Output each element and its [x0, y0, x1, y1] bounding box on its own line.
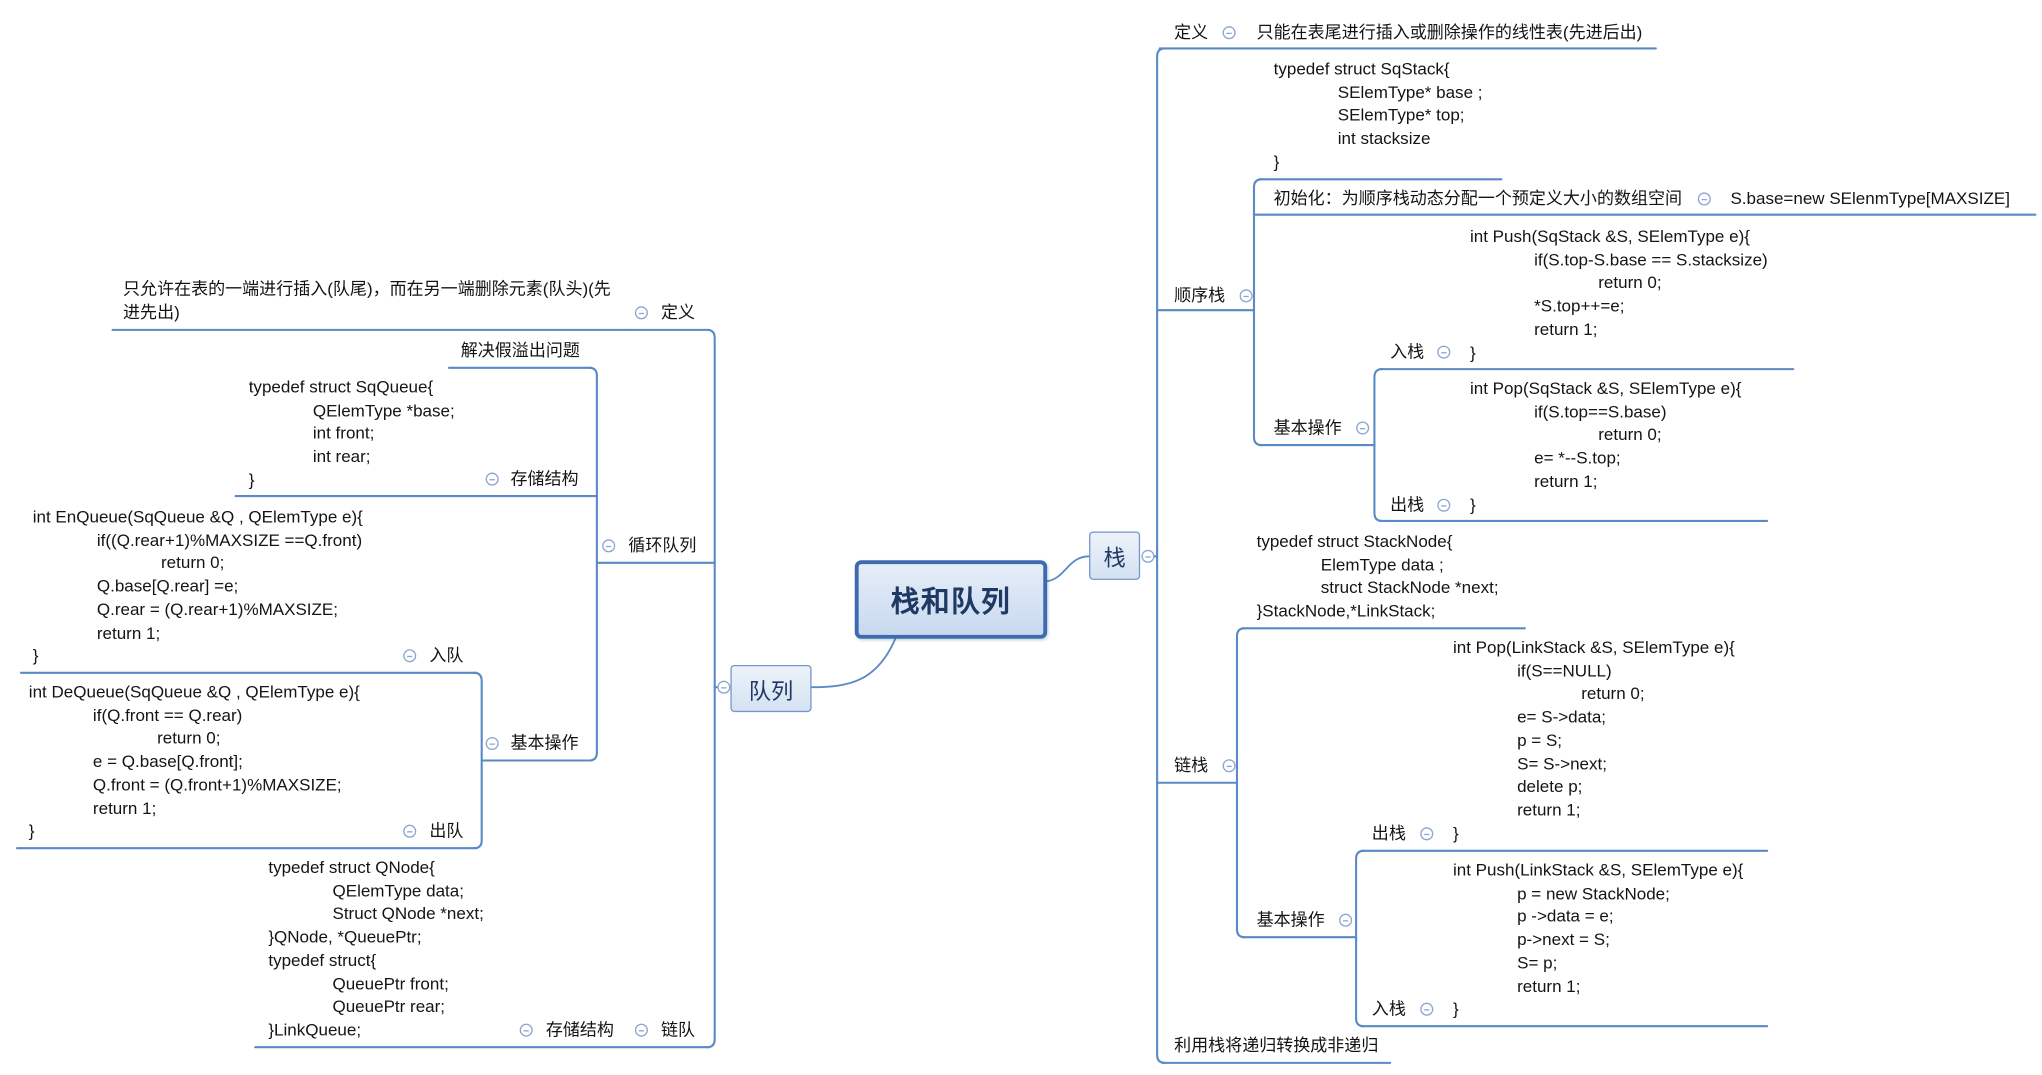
spine-linked-stack: [1235, 627, 1246, 939]
collapse-linked-queue-icon[interactable]: [634, 1023, 648, 1037]
collapse-linked-stack-icon[interactable]: [1222, 759, 1236, 773]
topic-circular-queue[interactable]: 循环队列: [628, 535, 697, 556]
topic-enqueue[interactable]: 入队: [429, 645, 464, 665]
collapse-sequential-stack-icon[interactable]: [1239, 289, 1253, 303]
collapse-stack-definition-icon[interactable]: [1222, 26, 1236, 40]
connector-central-to-stack: [1046, 555, 1090, 583]
spine-seq-operations: [1373, 368, 1384, 523]
code-seq-push[interactable]: int Push(SqStack &S, SElemType e){ if(S.…: [1469, 226, 1768, 362]
collapse-link-pop-icon[interactable]: [1420, 827, 1434, 841]
code-qnode-struct[interactable]: typedef struct QNode{ QElemType data; St…: [268, 857, 484, 1040]
collapse-seq-operations-icon[interactable]: [1356, 421, 1370, 435]
connector-central-to-queue: [810, 637, 897, 689]
collapse-circular-operations-icon[interactable]: [485, 736, 499, 751]
collapse-circular-storage-icon[interactable]: [485, 472, 499, 486]
code-stacknode-struct[interactable]: typedef struct StackNode{ ElemType data …: [1256, 531, 1499, 621]
topic-seq-operations[interactable]: 基本操作: [1273, 417, 1342, 438]
topic-queue-definition-text[interactable]: 只允许在表的一端进行插入(队尾)，而在另一端删除元素(队头)(先进先出): [123, 278, 611, 322]
spine-stack: [1156, 47, 1167, 1064]
collapse-seq-pop-icon[interactable]: [1437, 498, 1451, 512]
code-link-pop[interactable]: int Pop(LinkStack &S, SElemType e){ if(S…: [1452, 637, 1735, 843]
collapse-sequential-init-icon[interactable]: [1697, 192, 1711, 206]
code-seq-pop[interactable]: int Pop(SqStack &S, SElemType e){ if(S.t…: [1469, 378, 1742, 514]
code-sqqueue-struct[interactable]: typedef struct SqQueue{ QElemType *base;…: [248, 376, 455, 490]
spine-link-operations: [1355, 849, 1365, 1028]
collapse-enqueue-icon[interactable]: [403, 649, 417, 663]
topic-queue[interactable]: 队列: [730, 664, 812, 713]
code-link-push[interactable]: int Push(LinkStack &S, SElemType e){ p =…: [1452, 859, 1744, 1019]
topic-linked-storage[interactable]: 存储结构: [545, 1019, 614, 1040]
spine-circular-operations: [472, 671, 483, 850]
spine-queue: [705, 328, 716, 1049]
collapse-stack-icon[interactable]: [1141, 549, 1155, 563]
collapse-link-operations-icon[interactable]: [1339, 913, 1353, 927]
code-sqstack-struct[interactable]: typedef struct SqStack{ SElemType* base …: [1273, 58, 1483, 172]
central-topic[interactable]: 栈和队列: [854, 560, 1048, 639]
topic-link-operations[interactable]: 基本操作: [1256, 909, 1325, 930]
collapse-circular-queue-icon[interactable]: [602, 539, 616, 553]
topic-linked-stack[interactable]: 链栈: [1174, 755, 1209, 775]
topic-circular-operations[interactable]: 基本操作: [510, 733, 579, 753]
code-dequeue[interactable]: int DeQueue(SqQueue &Q , QElemType e){ i…: [28, 681, 360, 841]
topic-queue-definition[interactable]: 定义: [661, 302, 696, 323]
topic-link-pop[interactable]: 出栈: [1371, 823, 1406, 843]
collapse-dequeue-icon[interactable]: [403, 824, 417, 838]
code-sequential-init[interactable]: S.base=new SElenmType[MAXSIZE]: [1730, 188, 2010, 209]
topic-sequential-stack[interactable]: 顺序栈: [1174, 285, 1226, 305]
topic-seq-push[interactable]: 入栈: [1390, 341, 1425, 362]
spine-sequential-stack: [1252, 178, 1263, 447]
topic-recursion[interactable]: 利用栈将递归转换成非递归: [1174, 1035, 1379, 1056]
topic-sequential-init[interactable]: 初始化：为顺序栈动态分配一个预定义大小的数组空间: [1273, 188, 1683, 209]
topic-seq-pop[interactable]: 出栈: [1390, 494, 1425, 515]
topic-stack[interactable]: 栈: [1089, 531, 1141, 580]
topic-linked-queue[interactable]: 链队: [661, 1019, 696, 1040]
code-enqueue[interactable]: int EnQueue(SqQueue &Q , QElemType e){ i…: [32, 506, 363, 666]
topic-false-overflow[interactable]: 解决假溢出问题: [460, 340, 580, 360]
collapse-queue-icon[interactable]: [717, 680, 731, 694]
spine-circular-queue: [587, 366, 598, 762]
collapse-seq-push-icon[interactable]: [1437, 345, 1451, 359]
collapse-linked-storage-icon[interactable]: [519, 1023, 533, 1037]
collapse-queue-definition-icon[interactable]: [634, 306, 648, 320]
topic-dequeue[interactable]: 出队: [429, 820, 464, 841]
topic-stack-definition-text[interactable]: 只能在表尾进行插入或删除操作的线性表(先进后出): [1256, 22, 1643, 42]
topic-link-push[interactable]: 入栈: [1371, 998, 1406, 1019]
topic-circular-storage[interactable]: 存储结构: [510, 468, 579, 489]
topic-stack-definition[interactable]: 定义: [1174, 22, 1209, 42]
collapse-link-push-icon[interactable]: [1420, 1002, 1434, 1016]
